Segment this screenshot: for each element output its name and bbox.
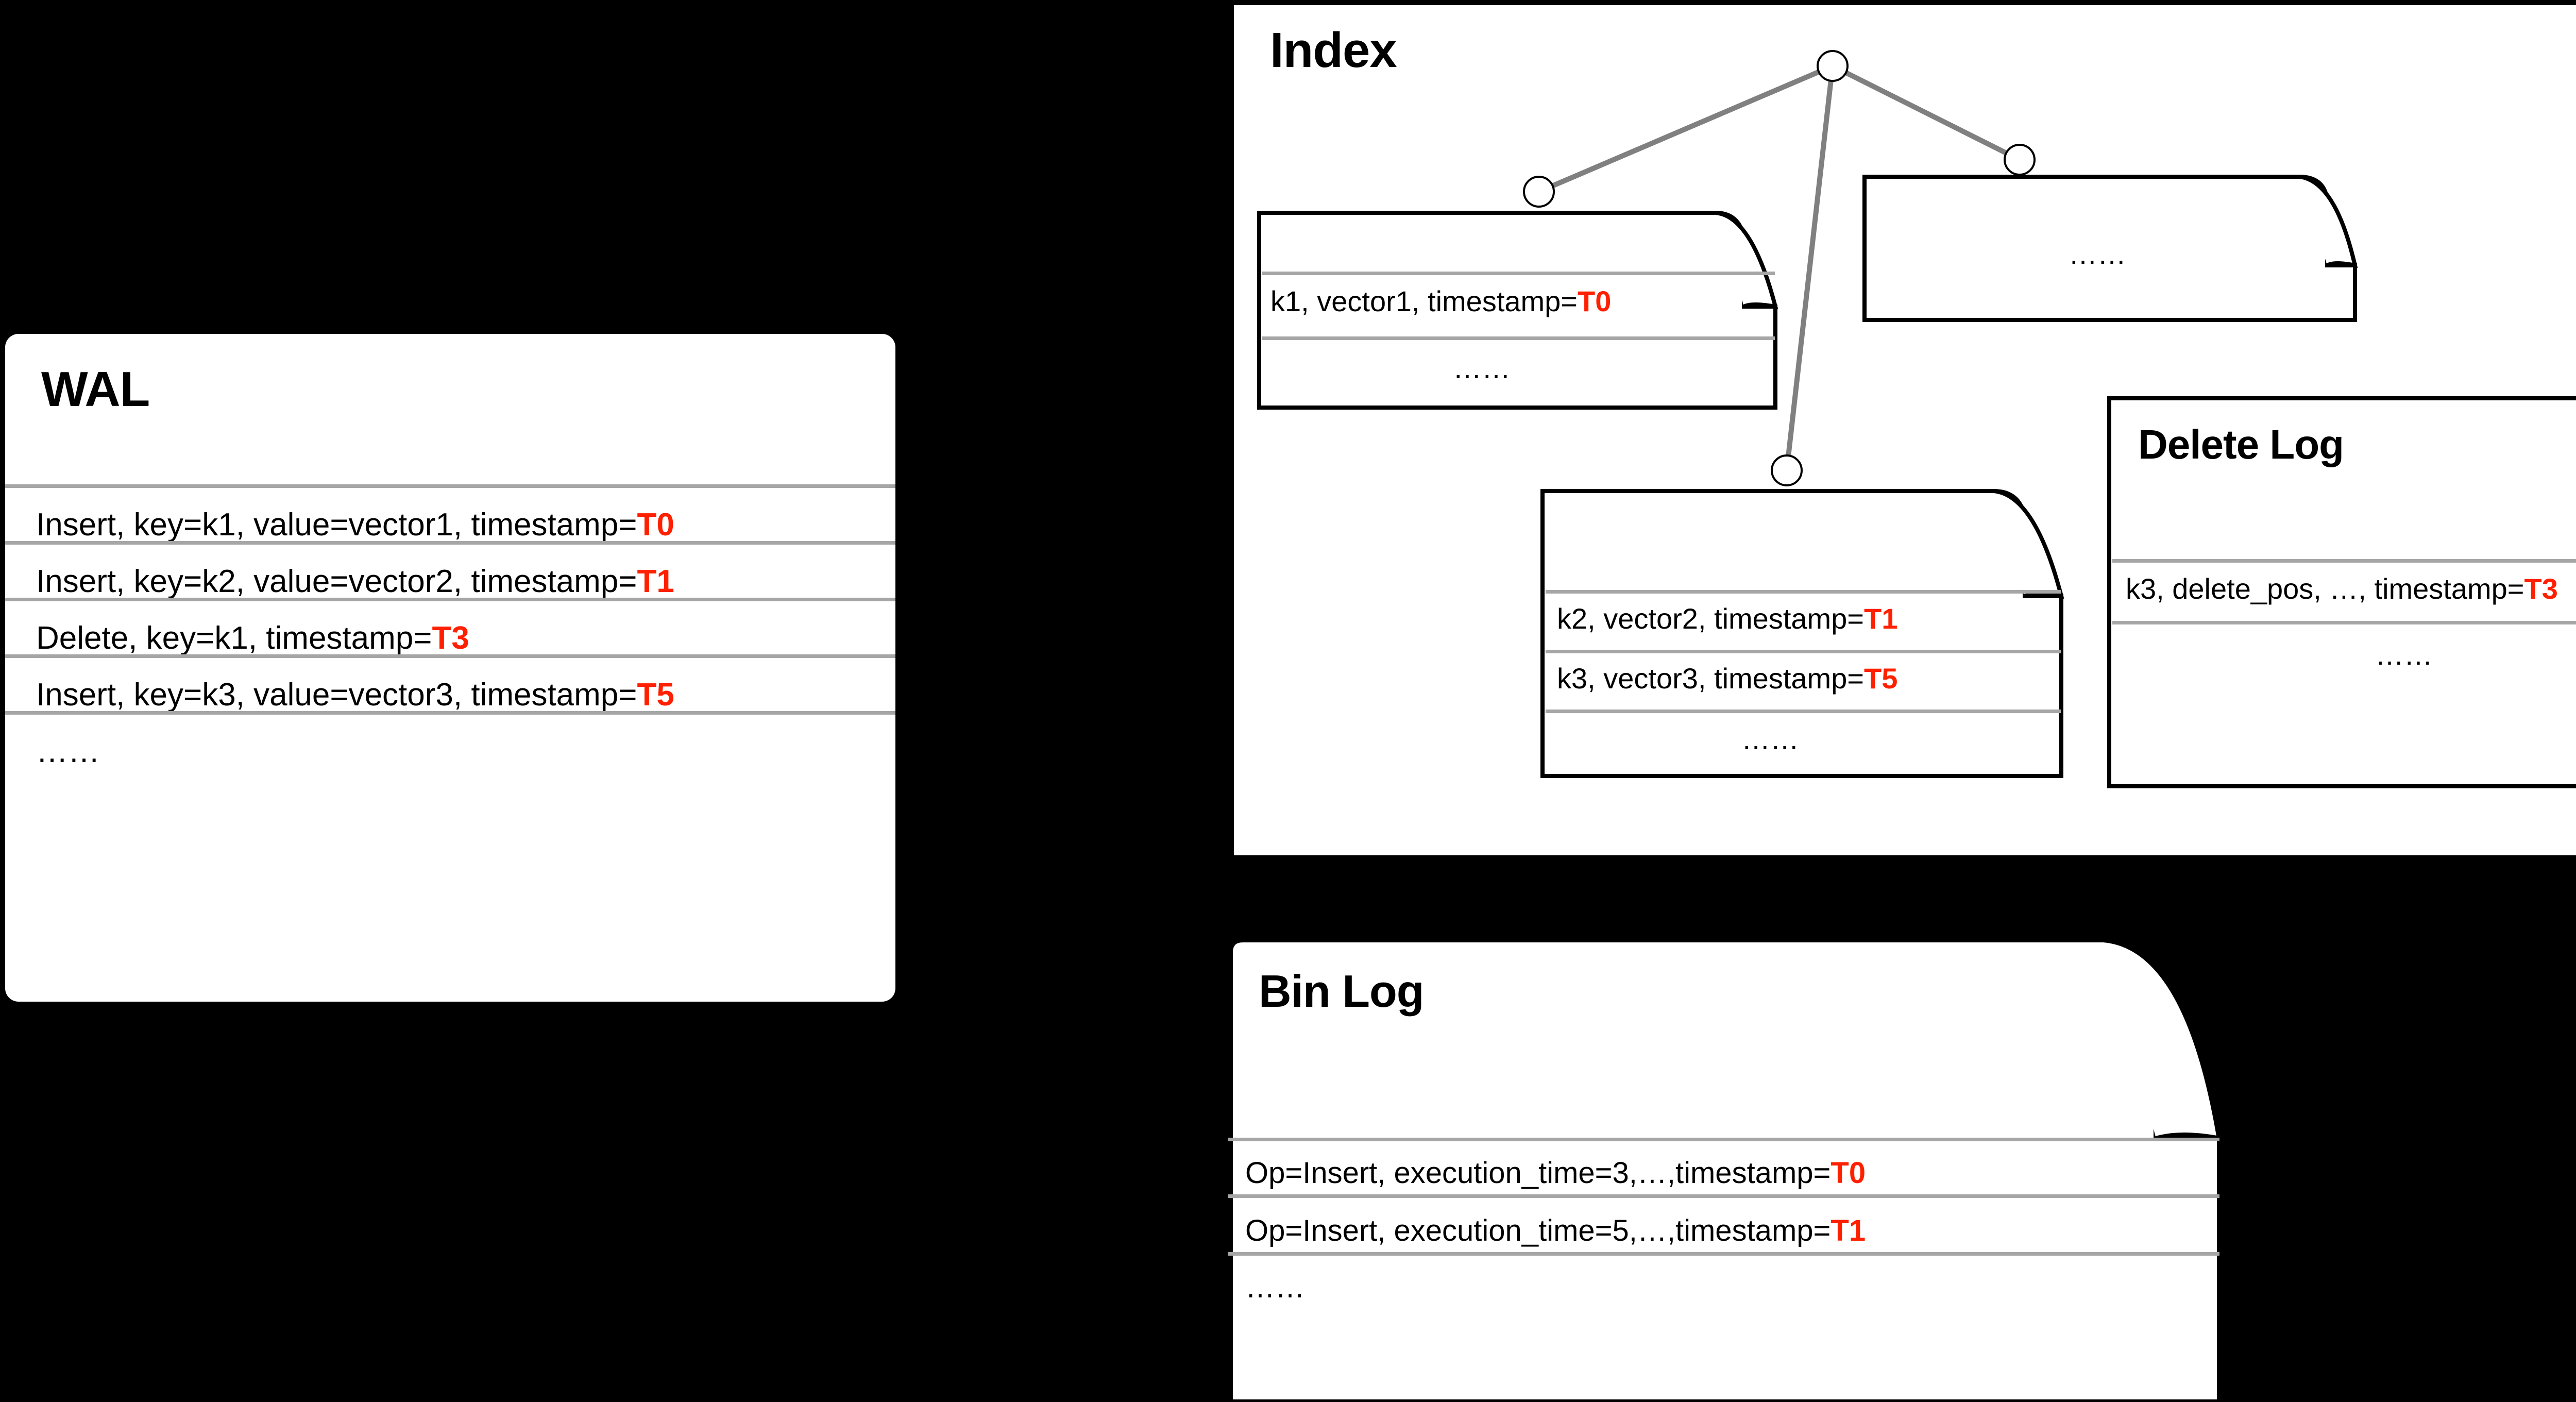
wal-row: Insert, key=k1, value=vector1, timestamp… [36,507,674,543]
delete-log-title: Delete Log [2138,421,2344,467]
wal-divider [5,711,895,715]
wal-panel: WAL Insert, key=k1, value=vector1, times… [5,334,895,1002]
wal-row-ellipsis: …… [36,734,100,769]
index-title: Index [1270,23,1397,78]
timestamp-badge: T1 [1864,602,1898,635]
wal-title: WAL [41,362,150,417]
index-segment-k2-k3: k2, vector2, timestamp=T1 k3, vector3, t… [1540,487,2064,778]
segment-row-ellipsis: …… [2069,238,2126,270]
index-tree-edges [1538,63,2021,471]
wal-divider [5,484,895,488]
bin-log-title: Bin Log [1259,966,1424,1017]
bin-log-divider [1228,1252,2219,1256]
wal-row: Insert, key=k3, value=vector3, timestamp… [36,677,674,713]
wal-row: Delete, key=k1, timestamp=T3 [36,620,469,656]
segment-row: k2, vector2, timestamp=T1 [1557,602,1898,635]
delete-log-divider [2112,621,2576,624]
index-tree-node-left[interactable] [1523,176,1555,208]
delete-log-divider [2112,559,2576,563]
segment-row-ellipsis: …… [1741,723,1799,755]
segment-divider [1262,336,1775,340]
wal-row: Insert, key=k2, value=vector2, timestamp… [36,564,674,599]
wal-divider [5,541,895,545]
timestamp-badge: T5 [1864,662,1898,695]
timestamp-badge: T3 [432,620,469,656]
bin-log-divider [1228,1138,2219,1141]
timestamp-badge: T3 [2524,572,2558,605]
bin-log-row-ellipsis: …… [1245,1271,1305,1304]
timestamp-badge: T0 [637,507,674,543]
segment-divider [1546,710,2061,713]
delete-log-row: k3, delete_pos, …, timestamp=T3 [2126,572,2558,605]
index-segment-k1: k1, vector1, timestamp=T0 …… [1257,209,1778,410]
segment-row-ellipsis: …… [1453,352,1511,384]
segment-divider [1546,650,2061,653]
wal-divider [5,654,895,658]
bin-log-divider [1228,1194,2219,1198]
bin-log-row: Op=Insert, execution_time=3,…,timestamp=… [1245,1156,1866,1190]
wal-divider [5,598,895,601]
delete-log-row-ellipsis: …… [2375,638,2433,671]
timestamp-badge: T0 [1578,285,1612,317]
timestamp-badge: T0 [1831,1156,1866,1190]
bin-log-panel: Bin Log Op=Insert, execution_time=3,…,ti… [1228,937,2223,1402]
index-segment-ellipsis: …… [1862,173,2358,322]
segment-divider [1262,272,1775,275]
timestamp-badge: T5 [637,677,674,713]
segment-row: k1, vector1, timestamp=T0 [1270,285,1612,317]
timestamp-badge: T1 [637,564,674,599]
delete-log-box: Delete Log k3, delete_pos, …, timestamp=… [2107,394,2576,788]
bin-log-row: Op=Insert, execution_time=5,…,timestamp=… [1245,1214,1866,1247]
segment-divider [1546,590,2061,594]
index-tree-node-right[interactable] [2004,144,2036,176]
index-tree-node-mid[interactable] [1771,454,1803,486]
segment-row: k3, vector3, timestamp=T5 [1557,662,1898,695]
index-tree-node-root[interactable] [1817,50,1849,82]
timestamp-badge: T1 [1831,1214,1866,1247]
index-panel: Index k1, vector1, timestamp=T0 …… …… [1234,5,2576,855]
